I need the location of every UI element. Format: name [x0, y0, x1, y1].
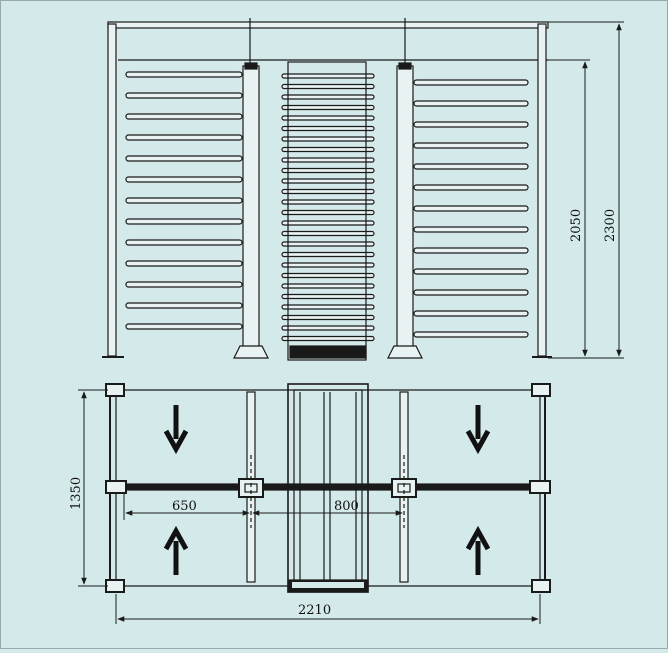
comb-bar: [125, 281, 243, 288]
comb-bar: [413, 163, 529, 170]
dim-label-arm-height: 2050: [569, 209, 584, 242]
dim-label-center-width: 800: [334, 499, 359, 514]
direction-arrows: [163, 405, 491, 575]
comb-bar: [125, 92, 243, 99]
rotor-bar: [281, 104, 375, 111]
comb-bar: [413, 289, 529, 296]
post-bottom-right: [531, 579, 551, 593]
dim-label-lane-width: 650: [172, 499, 197, 514]
rotor-bar: [281, 115, 375, 121]
post-bottom-left: [105, 579, 125, 593]
center-rotor-frame: [287, 61, 367, 361]
right-rotor-column: [396, 65, 414, 349]
left-frame-post: [107, 23, 117, 357]
comb-bar: [125, 323, 243, 330]
rotor-bar: [281, 178, 375, 184]
rotor-bar: [281, 251, 375, 258]
elevation-dimensions: [548, 21, 624, 359]
left-rotor-column: [242, 65, 260, 349]
rotor-bar: [281, 304, 375, 310]
center-rotor-base: [289, 345, 367, 359]
dim-label-total-height: 2300: [603, 209, 618, 242]
comb-bar: [413, 268, 529, 275]
rotor-bar: [281, 220, 375, 226]
left-rotor-hub: [238, 478, 264, 498]
right-rotor-hub: [391, 478, 417, 498]
rotor-bar: [281, 325, 375, 331]
right-frame-post: [537, 23, 547, 357]
arrow-up-icon: [465, 525, 491, 575]
comb-bar: [125, 218, 243, 225]
comb-bar: [125, 302, 243, 309]
rotor-bar: [281, 314, 375, 321]
rotor-bar: [281, 199, 375, 205]
comb-bar: [413, 79, 529, 86]
comb-bar: [413, 331, 529, 338]
dim-label-depth: 1350: [69, 477, 84, 510]
rotor-bar: [281, 209, 375, 216]
rotor-bar: [281, 262, 375, 268]
arrow-down-icon: [465, 405, 491, 455]
right-comb-bars: [413, 79, 529, 338]
comb-bar: [125, 134, 243, 141]
comb-bar: [125, 155, 243, 162]
post-top-left: [105, 383, 125, 397]
rotor-bar: [281, 83, 375, 90]
dim-label-total-width: 2210: [298, 603, 331, 618]
comb-bar: [125, 260, 243, 267]
post-mid-right: [529, 480, 551, 494]
comb-bar: [125, 239, 243, 246]
center-divider-bar: [115, 483, 541, 491]
right-column-base: [387, 345, 423, 359]
comb-bar: [413, 184, 529, 191]
rotor-bar: [281, 283, 375, 289]
comb-bar: [125, 197, 243, 204]
rotor-bar: [281, 146, 375, 153]
comb-bar: [413, 142, 529, 149]
top-beam: [107, 21, 549, 29]
comb-bar: [125, 176, 243, 183]
comb-bar: [413, 121, 529, 128]
rotor-bar: [281, 94, 375, 100]
plan-dimensions: [78, 389, 541, 624]
rotor-bar: [281, 335, 375, 342]
left-comb-bars: [125, 71, 243, 330]
rotor-bar: [281, 73, 375, 79]
plan-view: [105, 383, 551, 593]
rotor-bar: [281, 188, 375, 195]
comb-bar: [413, 226, 529, 233]
comb-bar: [413, 205, 529, 212]
elevation-view: [102, 18, 552, 361]
rotor-bar: [281, 293, 375, 300]
comb-bar: [413, 310, 529, 317]
left-column-base: [233, 345, 269, 359]
arrow-up-icon: [163, 525, 189, 575]
rotor-bar: [281, 230, 375, 237]
rotor-bar: [281, 272, 375, 279]
center-rotor-bars: [281, 73, 375, 342]
rotor-bar: [281, 125, 375, 132]
rotor-bar: [281, 157, 375, 163]
comb-bar: [413, 100, 529, 107]
arrow-down-icon: [163, 405, 189, 455]
post-mid-left: [105, 480, 127, 494]
rotor-bar: [281, 241, 375, 247]
post-top-right: [531, 383, 551, 397]
rotor-bar: [281, 167, 375, 174]
comb-bar: [413, 247, 529, 254]
comb-bar: [125, 71, 243, 78]
comb-bar: [125, 113, 243, 120]
rotor-bar: [281, 136, 375, 142]
